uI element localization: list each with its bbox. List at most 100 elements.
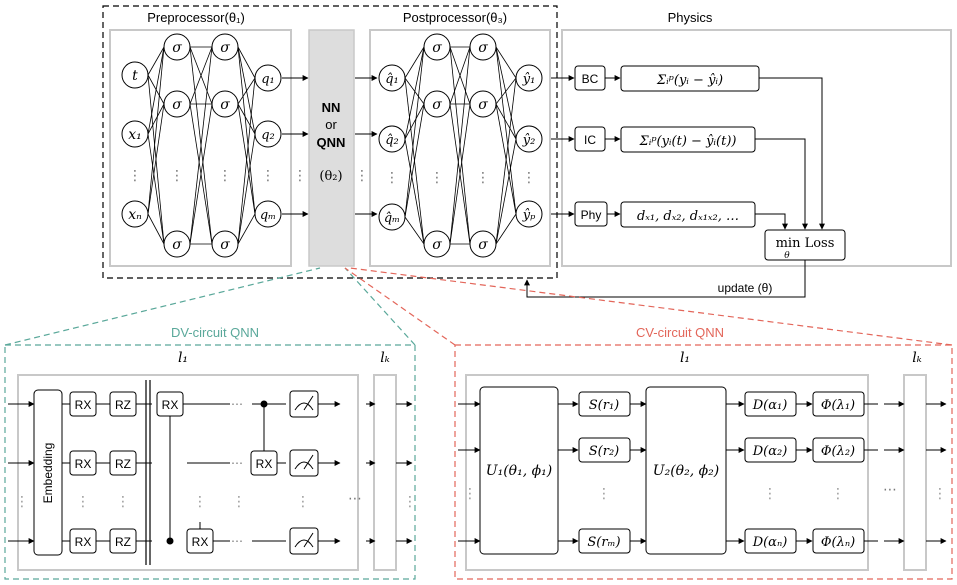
rz-gate-label: RZ: [115, 398, 131, 412]
sigma-node: [163, 90, 191, 118]
measurement-box: [289, 449, 319, 477]
sigma-node: [423, 230, 451, 258]
v-dots: ⋮: [15, 493, 29, 509]
embedding-label: Embedding: [41, 443, 55, 504]
post-output-node: [515, 125, 543, 153]
post-input-node: [378, 64, 406, 92]
post-input-node: [378, 203, 406, 231]
sigma-label: σ: [432, 40, 442, 56]
phase-gate: [812, 528, 865, 554]
u1-label: U₁(θ₁, ϕ₁): [486, 463, 552, 479]
rx-gate-label: RX: [75, 457, 92, 471]
wire: [404, 103, 425, 218]
top-section: Preprocessor(θ₁) NN or QNN (θ₂) Postproc…: [102, 5, 952, 298]
input-node-label: t: [132, 68, 138, 84]
post-input-node: [378, 125, 406, 153]
displace-label: D(α₁): [752, 398, 788, 413]
displace-gate: [744, 437, 797, 463]
sigma-label: σ: [220, 97, 230, 113]
h-dots: ⋯: [883, 481, 897, 497]
output-dots: ⋮: [261, 167, 275, 183]
rx-gate: [250, 450, 278, 476]
output-node-label: q₁: [261, 72, 275, 87]
input-node: [121, 120, 149, 148]
rx-gate-label: RX: [75, 535, 92, 549]
rx-gate-label: RX: [162, 398, 179, 412]
wire: [404, 46, 425, 218]
rz-gate: [109, 391, 137, 417]
post-input-label: q̂₁: [385, 72, 399, 87]
wire: [147, 213, 165, 245]
post-output-node: [515, 200, 543, 228]
pre-nn-dots: ⋮: [293, 167, 307, 183]
phase-gate: [812, 437, 865, 463]
v-dots: ⋮: [232, 493, 246, 509]
dv-layer-first: l₁: [178, 350, 188, 366]
squeeze-gate: [578, 437, 631, 463]
post-dots: ⋮: [522, 169, 536, 185]
wire: [495, 46, 517, 215]
wire: [237, 77, 256, 245]
wire: [495, 103, 517, 140]
v-dots: ⋮: [193, 493, 207, 509]
wire: [404, 46, 425, 140]
post-output-label: ŷ₂: [522, 133, 536, 148]
sigma-label: σ: [220, 40, 230, 56]
preprocessor-box: [109, 29, 292, 267]
wire: [495, 46, 517, 79]
bc-label: BC: [582, 72, 599, 86]
zoom-guides: [4, 267, 953, 346]
cv-title: CV-circuit QNN: [636, 325, 724, 340]
dv-last-layer-box: [373, 374, 397, 571]
physics-box: [561, 29, 952, 267]
wire: [189, 46, 213, 245]
v-dots: ⋮: [831, 485, 845, 501]
u1-box: [479, 386, 559, 555]
wire: [449, 46, 471, 245]
v-dots: ⋮: [296, 493, 310, 509]
wire: [404, 77, 425, 105]
post-dots: ⋮: [476, 169, 490, 185]
sigma-label: σ: [220, 237, 230, 253]
post-input-label: q̂ₘ: [384, 211, 400, 226]
loss-subscript: θ: [784, 251, 790, 261]
phy-formula: dₓ₁, dₓ₂, dₓ₁ₓ₂, …: [637, 209, 739, 224]
ic-label: IC: [584, 133, 596, 147]
nn-qnn-box: [308, 29, 355, 267]
v-dots: ⋮: [763, 485, 777, 501]
sigma-node: [211, 33, 239, 61]
measurement-box: [289, 390, 319, 418]
wire: [404, 138, 425, 245]
post-dots: ⋮: [430, 169, 444, 185]
update-label: update (θ): [718, 281, 773, 295]
cv-circuit-wires: U₁(θ₁, ϕ₁)U₂(θ₂, ϕ₂)S(r₁)D(α₁)Φ(λ₁)S(r₂)…: [458, 386, 947, 555]
sigma-node: [163, 33, 191, 61]
dv-dashed-frame: [4, 344, 416, 580]
input-node-label: xₙ: [128, 207, 142, 223]
cv-dashed-frame: [454, 344, 953, 580]
bc-formula: Σᵢᵖ(yᵢ − ŷᵢ): [656, 73, 723, 88]
squeeze-gate: [578, 391, 631, 417]
wire: [237, 46, 256, 215]
preprocessor-title: Preprocessor(θ₁): [147, 10, 245, 25]
embedding-box: [33, 389, 63, 556]
v-dots: ⋮: [597, 485, 611, 501]
rz-gate-label: RZ: [115, 457, 131, 471]
rx-gate-label: RX: [192, 535, 209, 549]
displace-label: D(α₂): [752, 444, 788, 459]
wire: [404, 216, 425, 245]
phase-label: Φ(λ₁): [821, 398, 855, 413]
or-label: or: [325, 117, 337, 132]
nn-post-dots: ⋮: [355, 167, 369, 183]
wire: [449, 103, 471, 245]
meter-arc: [294, 539, 314, 548]
sigma-label: σ: [478, 237, 488, 253]
displace-gate: [744, 391, 797, 417]
phy-label: Phy: [581, 208, 602, 222]
phase-gate: [812, 391, 865, 417]
wire: [237, 213, 256, 245]
dv-title: DV-circuit QNN: [171, 325, 259, 340]
